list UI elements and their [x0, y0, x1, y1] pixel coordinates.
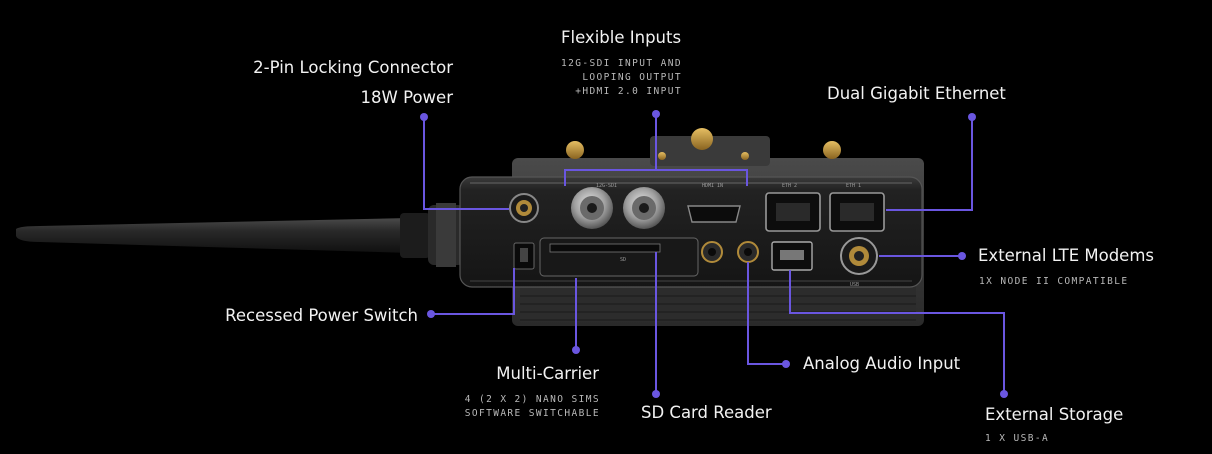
- locking-power-connector[interactable]: [509, 193, 539, 223]
- lte-modem-connector[interactable]: [840, 237, 878, 275]
- callout-line-inputs: [564, 169, 748, 186]
- port-mark-sd: SD: [620, 257, 627, 263]
- antenna: [16, 203, 464, 267]
- multicarrier-detail-1: 4 (2 X 2) NANO SIMS: [464, 394, 600, 405]
- inputs-detail-2: LOOPING OUTPUT: [582, 72, 682, 83]
- callout-dot-inputs: [652, 110, 660, 118]
- callout-line-storage: [789, 270, 1005, 394]
- callout-dot-multicarrier: [572, 346, 580, 354]
- callout-line-audio: [747, 262, 786, 365]
- ethernet-port-1[interactable]: [829, 192, 885, 232]
- sd-title: SD Card Reader: [641, 403, 772, 422]
- callout-dot-ethernet: [968, 113, 976, 121]
- callout-line-connector: [423, 117, 509, 210]
- callout-dot-lte: [958, 252, 966, 260]
- power-switch-title: Recessed Power Switch: [225, 306, 418, 325]
- sim-sd-bay[interactable]: [539, 237, 699, 277]
- ethernet-port-2[interactable]: [765, 192, 821, 232]
- connector-detail: 18W Power: [360, 88, 453, 107]
- hdmi-port[interactable]: [687, 205, 741, 223]
- callout-dot-sd: [652, 390, 660, 398]
- sdi-bnc-2[interactable]: [623, 187, 665, 229]
- callout-line-power: [431, 268, 515, 315]
- callout-line-ethernet: [886, 117, 973, 211]
- lte-detail: 1X NODE II COMPATIBLE: [979, 276, 1129, 287]
- port-mark-usb: USB: [850, 282, 860, 288]
- multicarrier-detail-2: SOFTWARE SWITCHABLE: [464, 408, 600, 419]
- inputs-detail-3: +HDMI 2.0 INPUT: [575, 86, 682, 97]
- storage-title: External Storage: [985, 405, 1124, 424]
- callout-dot-audio: [782, 360, 790, 368]
- callout-dot-power: [427, 310, 435, 318]
- inputs-detail-1: 12G-SDI INPUT AND: [560, 58, 682, 69]
- callout-dot-storage: [1000, 390, 1008, 398]
- callout-dot-connector: [420, 113, 428, 121]
- audio-title: Analog Audio Input: [803, 354, 961, 373]
- multicarrier-title: Multi-Carrier: [496, 364, 599, 383]
- port-mark-eth2: ETH 2: [782, 183, 798, 189]
- sdi-bnc-1[interactable]: [571, 187, 613, 229]
- port-mark-hdmi: HDMI IN: [702, 183, 724, 189]
- port-mark-eth1: ETH 1: [846, 183, 862, 189]
- audio-jack-1[interactable]: [701, 241, 723, 263]
- storage-detail: 1 X USB-A: [985, 433, 1050, 444]
- port-mark-sdi: 12G-SDI: [596, 183, 618, 189]
- connector-title: 2-Pin Locking Connector: [253, 58, 453, 77]
- inputs-title: Flexible Inputs: [561, 28, 682, 47]
- power-switch[interactable]: [513, 242, 535, 270]
- ethernet-title: Dual Gigabit Ethernet: [827, 84, 1006, 103]
- usb-a-port[interactable]: [771, 241, 813, 271]
- lte-title: External LTE Modems: [978, 246, 1154, 265]
